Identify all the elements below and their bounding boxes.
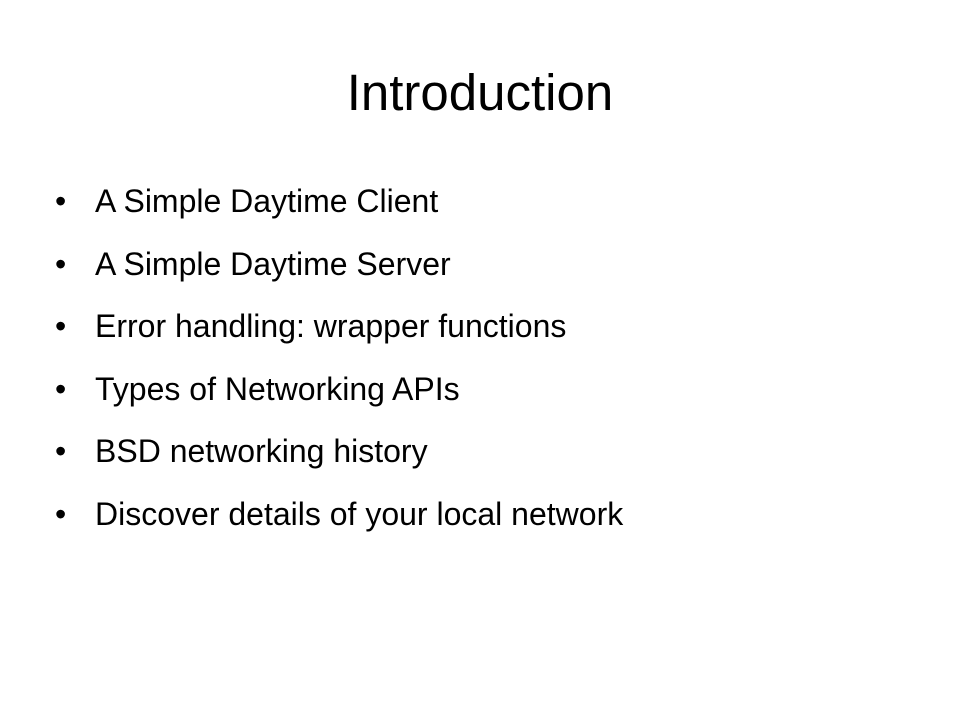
slide-title: Introduction xyxy=(346,64,614,121)
bullet-icon: • xyxy=(55,308,67,344)
bullet-icon: • xyxy=(55,183,67,219)
bullet-text: Discover details of your local network xyxy=(95,495,624,532)
bullet-item: • Error handling: wrapper functions xyxy=(55,301,935,364)
bullet-icon: • xyxy=(55,495,67,532)
bullet-icon: • xyxy=(55,433,67,469)
bullet-item: • A Simple Daytime Server xyxy=(55,239,935,302)
bullet-icon: • xyxy=(55,370,67,407)
bullet-item: • Types of Networking APIs xyxy=(55,364,935,427)
bullet-text: BSD networking history xyxy=(95,433,428,469)
bullet-item: • BSD networking history xyxy=(55,426,935,489)
bullet-item: • Discover details of your local network xyxy=(55,489,935,552)
bullet-list: • A Simple Daytime Client • A Simple Day… xyxy=(55,176,935,551)
bullet-item: • A Simple Daytime Client xyxy=(55,176,935,239)
bullet-text: Types of Networking APIs xyxy=(95,370,460,407)
bullet-text: A Simple Daytime Client xyxy=(95,183,439,219)
bullet-text: Error handling: wrapper functions xyxy=(95,308,567,344)
bullet-icon: • xyxy=(55,245,67,282)
bullet-text: A Simple Daytime Server xyxy=(95,245,451,282)
